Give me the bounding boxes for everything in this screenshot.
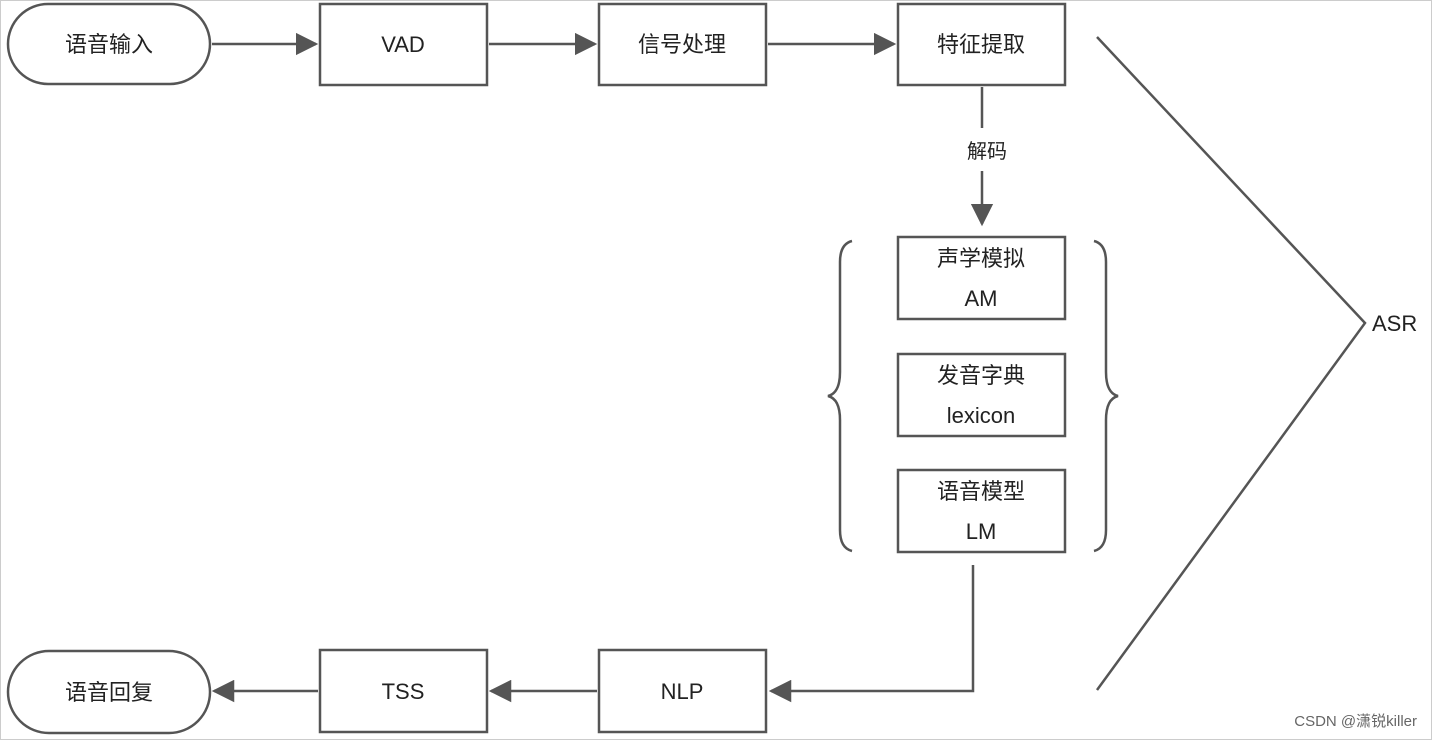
node-feature-extraction-label: 特征提取 [937,32,1025,57]
node-lexicon-zh: 发音字典 [937,363,1025,388]
node-nlp: NLP [597,648,768,734]
node-voice-input-label: 语音输入 [65,32,153,57]
node-acoustic-model-en: AM [965,286,998,311]
watermark-text: CSDN @潇锐killer [1294,713,1417,730]
right-brace [1093,239,1119,553]
node-vad: VAD [318,2,489,87]
node-tss-label: TSS [382,679,425,704]
node-lexicon: 发音字典 lexicon [896,352,1067,438]
node-acoustic-model-zh: 声学模拟 [937,246,1025,271]
edge-models-to-nlp [768,565,975,703]
node-voice-reply: 语音回复 [6,649,212,735]
edge-label-decode: 解码 [967,140,1007,163]
node-vad-label: VAD [381,32,425,57]
node-nlp-label: NLP [661,679,704,704]
node-language-model: 语音模型 LM [896,468,1067,554]
asr-group-label: ASR [1372,311,1417,336]
node-signal-processing-label: 信号处理 [638,32,726,57]
node-signal-processing: 信号处理 [597,2,768,87]
node-language-model-zh: 语音模型 [937,479,1025,504]
node-voice-reply-label: 语音回复 [65,680,153,705]
node-feature-extraction: 特征提取 [896,2,1067,87]
node-tss: TSS [318,648,489,734]
node-lexicon-en: lexicon [947,403,1015,428]
left-brace [827,239,853,553]
asr-bracket [1095,36,1367,691]
node-voice-input: 语音输入 [6,2,212,86]
node-language-model-en: LM [966,519,997,544]
node-acoustic-model: 声学模拟 AM [896,235,1067,321]
